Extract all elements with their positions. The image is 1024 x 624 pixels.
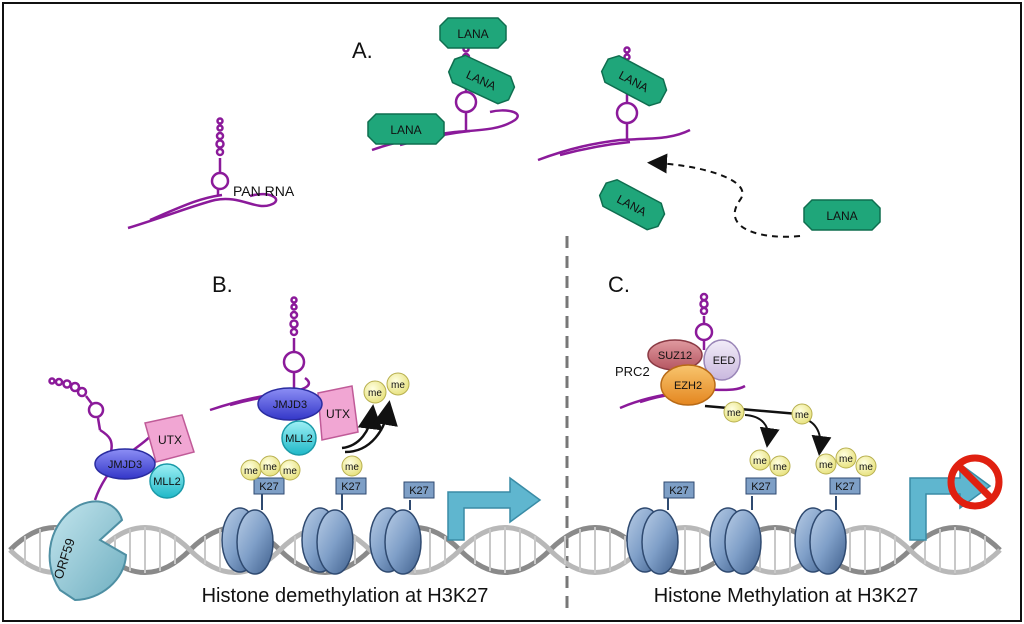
svg-text:K27: K27 xyxy=(409,485,429,497)
svg-text:UTX: UTX xyxy=(326,407,350,421)
suz12-protein: SUZ12 xyxy=(647,339,703,371)
svg-text:JMJD3: JMJD3 xyxy=(108,459,142,471)
pan-rna-label: PAN RNA xyxy=(233,183,295,199)
methyl-group: me xyxy=(815,453,837,475)
utx-protein: UTX xyxy=(144,414,195,463)
lana-protein: LANA xyxy=(439,17,507,49)
methylation-arrow xyxy=(744,414,780,448)
mll2-protein: MLL2 xyxy=(281,420,317,456)
ezh2-protein: EZH2 xyxy=(660,364,716,406)
nucleosome xyxy=(369,507,422,575)
svg-text:K27: K27 xyxy=(669,485,689,497)
caption-c: Histone Methylation at H3K27 xyxy=(654,585,919,607)
svg-text:me: me xyxy=(345,462,359,473)
svg-text:MLL2: MLL2 xyxy=(285,433,313,445)
svg-text:me: me xyxy=(819,460,833,471)
panel-b-label: B. xyxy=(212,272,233,297)
orf59-protein: ORF59 xyxy=(48,500,128,602)
k27-mark: K27 xyxy=(829,477,861,495)
methyl-group: me xyxy=(240,459,262,481)
lana-protein: LANA xyxy=(803,199,881,231)
prc2-label: PRC2 xyxy=(615,364,650,379)
lana-protein: LANA xyxy=(367,113,445,145)
nucleosome xyxy=(301,507,354,575)
jmjd3-protein: JMJD3 xyxy=(94,448,156,480)
svg-text:SUZ12: SUZ12 xyxy=(658,350,692,362)
methyl-group: me xyxy=(341,455,363,477)
demethylation-arrow xyxy=(344,400,398,454)
methyl-group: me xyxy=(749,449,771,471)
methyl-group: me xyxy=(279,459,301,481)
k27-mark: K27 xyxy=(335,477,367,495)
svg-text:me: me xyxy=(839,454,853,465)
panel-a-label: A. xyxy=(352,38,373,63)
svg-text:me: me xyxy=(773,462,787,473)
methyl-group: me xyxy=(723,401,745,423)
lana-displacement-arrow xyxy=(647,153,801,238)
svg-text:LANA: LANA xyxy=(457,27,488,41)
jmjd3-protein: JMJD3 xyxy=(257,387,323,421)
k27-mark: K27 xyxy=(663,481,695,499)
nucleosome xyxy=(794,507,847,575)
methyl-group: me xyxy=(835,447,857,469)
svg-text:EZH2: EZH2 xyxy=(674,380,702,392)
k27-mark: K27 xyxy=(745,477,777,495)
svg-text:K27: K27 xyxy=(835,481,855,493)
svg-text:LANA: LANA xyxy=(390,123,421,137)
lana-protein: LANA xyxy=(600,54,668,107)
svg-text:EED: EED xyxy=(713,355,736,367)
eed-protein: EED xyxy=(703,339,741,381)
svg-text:me: me xyxy=(727,408,741,419)
methyl-group: me xyxy=(769,455,791,477)
mll2-protein: MLL2 xyxy=(149,463,185,499)
k27-mark: K27 xyxy=(253,477,285,495)
methyl-group: me xyxy=(386,372,410,396)
svg-text:LANA: LANA xyxy=(826,209,857,223)
nucleosome xyxy=(709,507,762,575)
svg-text:me: me xyxy=(244,466,258,477)
svg-text:me: me xyxy=(859,462,873,473)
svg-text:me: me xyxy=(263,462,277,473)
panel-c-label: C. xyxy=(608,272,630,297)
svg-text:me: me xyxy=(391,380,405,391)
svg-text:me: me xyxy=(368,388,382,399)
k27-mark: K27 xyxy=(403,481,435,499)
demethylation-arrow xyxy=(341,404,383,450)
svg-text:me: me xyxy=(753,456,767,467)
svg-text:me: me xyxy=(795,410,809,421)
utx-protein: UTX xyxy=(317,385,359,441)
svg-text:K27: K27 xyxy=(751,481,771,493)
nucleosome xyxy=(221,507,274,575)
transcription-repressed-arrow xyxy=(909,462,992,541)
pan-rna-free xyxy=(127,117,278,230)
svg-text:me: me xyxy=(283,466,297,477)
no-transcription-icon xyxy=(947,454,1003,510)
svg-text:K27: K27 xyxy=(259,481,279,493)
svg-text:MLL2: MLL2 xyxy=(153,476,181,488)
lana-protein: LANA xyxy=(447,54,516,105)
methyl-group: me xyxy=(855,455,877,477)
svg-text:K27: K27 xyxy=(341,481,361,493)
svg-text:JMJD3: JMJD3 xyxy=(273,399,307,411)
methyl-group: me xyxy=(791,403,813,425)
svg-text:UTX: UTX xyxy=(158,433,182,447)
transcription-active-arrow xyxy=(447,476,542,541)
nucleosome xyxy=(626,507,679,575)
methyl-group: me xyxy=(259,455,281,477)
methyl-group: me xyxy=(363,380,387,404)
lana-protein: LANA xyxy=(598,178,666,231)
caption-b: Histone demethylation at H3K27 xyxy=(202,585,489,607)
